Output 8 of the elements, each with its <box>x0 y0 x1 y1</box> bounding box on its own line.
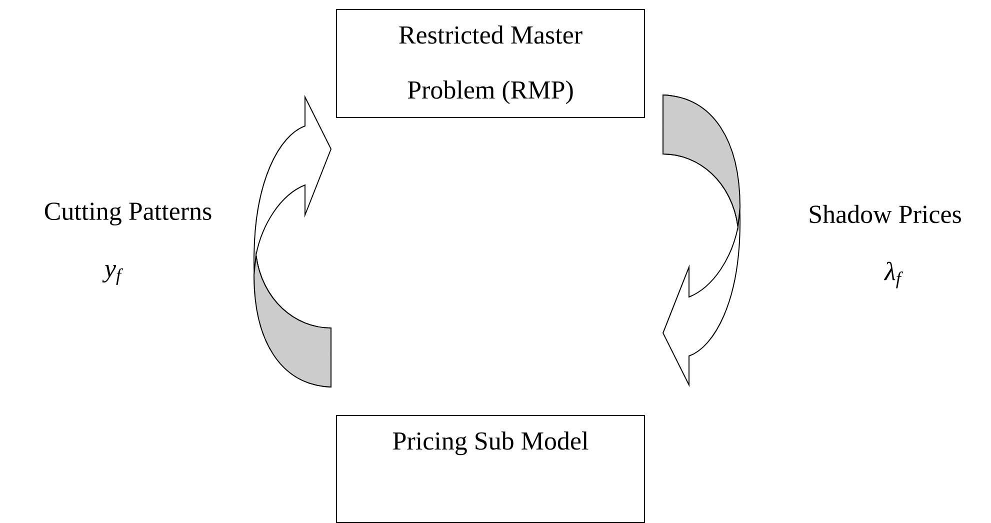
process-box: Pricing Sub Model <box>336 415 645 523</box>
edge-label: Shadow Prices <box>810 204 961 224</box>
symbol-label: y$_{f}$ <box>102 264 124 286</box>
symbol-label: λ$_{f}$ <box>884 262 903 288</box>
curved-arrow <box>662 94 740 386</box>
process-box: Restricted Master Problem (RMP) <box>336 9 645 118</box>
edge-label: Cutting Patterns <box>44 202 212 226</box>
curved-arrow <box>254 96 332 388</box>
